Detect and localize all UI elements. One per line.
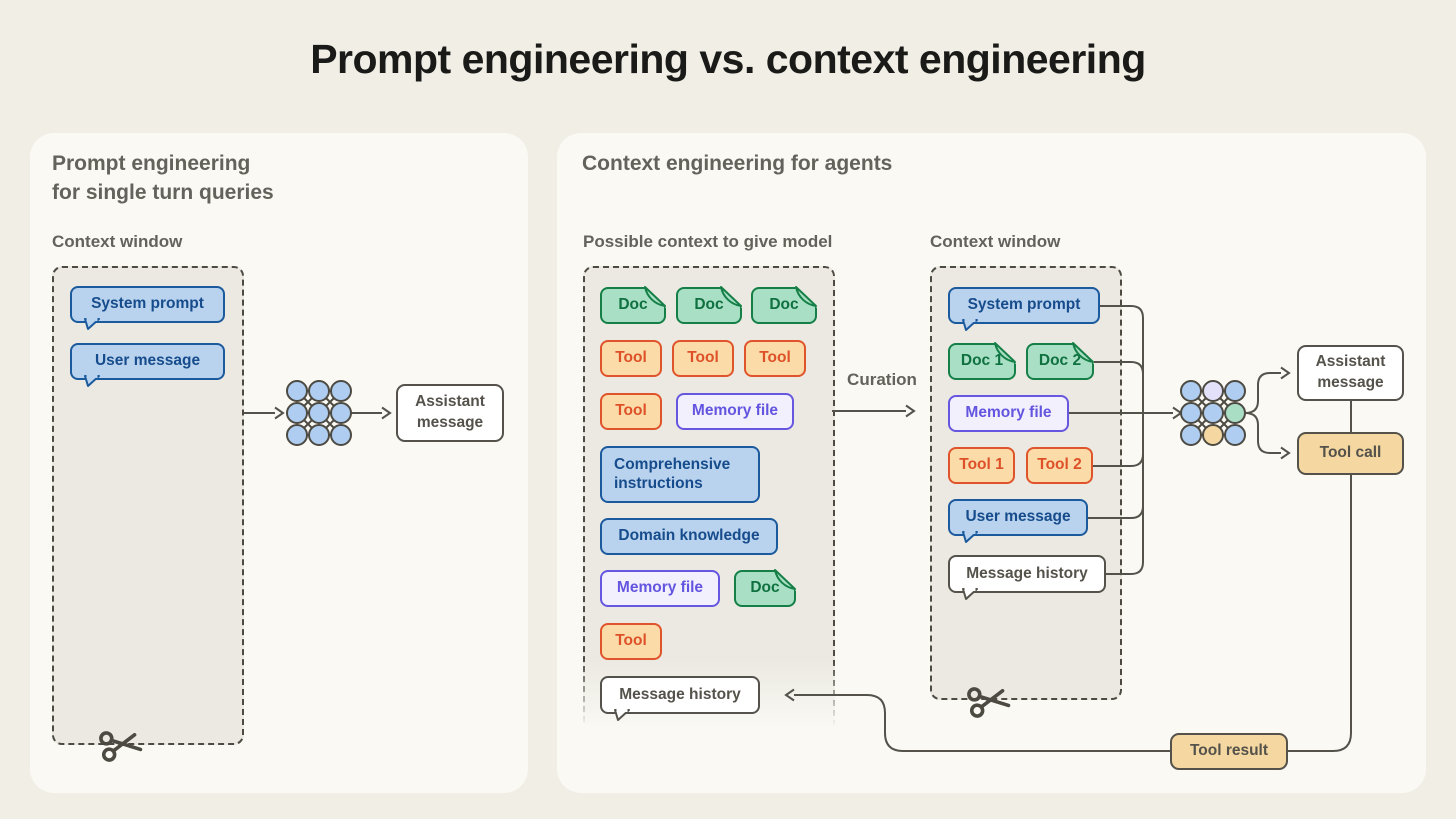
chip-message-history: Message history bbox=[600, 676, 760, 721]
chip-label: Message history bbox=[966, 564, 1088, 582]
bubble-tail bbox=[962, 530, 978, 543]
left-heading-line2: for single turn queries bbox=[52, 181, 274, 204]
chip-tool: Tool bbox=[600, 340, 662, 377]
doc-fold bbox=[774, 569, 796, 591]
chip-label: Message history bbox=[619, 685, 741, 703]
chip-label: User message bbox=[965, 508, 1071, 526]
chip-label: Tool 2 bbox=[1037, 456, 1082, 474]
doc-fold bbox=[994, 342, 1016, 364]
bubble-tail bbox=[84, 374, 100, 387]
doc-fold bbox=[1072, 342, 1094, 364]
chip-tool: Tool bbox=[672, 340, 734, 377]
chip-doc-2: Doc 2 bbox=[1026, 342, 1094, 380]
right-context-window-label: Context window bbox=[930, 232, 1061, 251]
chip-label: Doc bbox=[750, 579, 780, 597]
chip-system-prompt: System prompt bbox=[70, 286, 225, 330]
chip-label: Domain knowledge bbox=[618, 527, 760, 545]
pool-label: Possible context to give model bbox=[583, 232, 833, 251]
left-panel-heading: Prompt engineering for single turn querie… bbox=[52, 149, 274, 207]
chip-memory-file: Memory file bbox=[600, 570, 720, 607]
chip-label: Tool bbox=[759, 349, 791, 367]
bubble-tail bbox=[84, 317, 100, 330]
chip-doc: Doc bbox=[676, 286, 742, 324]
bubble-tail bbox=[614, 708, 630, 721]
chip-doc: Doc bbox=[600, 286, 666, 324]
chip-domain-knowledge: Domain knowledge bbox=[600, 518, 778, 555]
chip-label: Doc 2 bbox=[1038, 352, 1082, 370]
chip-label: Tool bbox=[687, 349, 719, 367]
chip-tool-2: Tool 2 bbox=[1026, 447, 1093, 484]
bubble-tail bbox=[962, 318, 978, 331]
left-heading-line1: Prompt engineering bbox=[52, 152, 251, 175]
chip-doc: Doc bbox=[751, 286, 817, 324]
chip-label: Doc 1 bbox=[960, 352, 1004, 370]
chip-tool: Tool bbox=[600, 393, 662, 430]
doc-fold bbox=[720, 286, 742, 308]
chip-memory-file: Memory file bbox=[948, 395, 1069, 432]
chip-label: Tool bbox=[615, 402, 647, 420]
left-context-window-label: Context window bbox=[52, 232, 183, 251]
chip-label: Memory file bbox=[616, 579, 704, 597]
chip-user-message: User message bbox=[948, 499, 1088, 543]
left-context-window-box bbox=[52, 266, 244, 745]
chip-memory-file: Memory file bbox=[676, 393, 794, 430]
chip-tool-1: Tool 1 bbox=[948, 447, 1015, 484]
assistant-message-label: Assistant message bbox=[1315, 353, 1386, 391]
chip-comprehensive-instructions: Comprehensive instructions bbox=[600, 446, 760, 503]
chip-doc: Doc bbox=[734, 569, 796, 607]
chip-label: System prompt bbox=[91, 295, 204, 313]
chip-label: Tool bbox=[615, 632, 647, 650]
doc-fold bbox=[644, 286, 666, 308]
context-engineering-panel: Context engineering for agents Possible … bbox=[557, 133, 1426, 793]
tool-result-label: Tool result bbox=[1189, 742, 1269, 760]
assistant-message-label: Assistant message bbox=[415, 393, 485, 431]
chip-doc-1: Doc 1 bbox=[948, 342, 1016, 380]
chip-label: Memory file bbox=[691, 402, 779, 420]
chip-label: Tool bbox=[615, 349, 647, 367]
chip-label: Memory file bbox=[965, 404, 1052, 422]
prompt-engineering-panel: Prompt engineering for single turn querie… bbox=[30, 133, 528, 793]
right-panel-heading: Context engineering for agents bbox=[582, 152, 893, 175]
chip-label: User message bbox=[94, 352, 201, 370]
scissors-icon bbox=[967, 687, 1011, 718]
bubble-tail bbox=[962, 587, 978, 600]
assistant-message-box: Assistant message bbox=[396, 384, 504, 442]
tool-call-label: Tool call bbox=[1319, 444, 1382, 462]
chip-label: Tool 1 bbox=[959, 456, 1004, 474]
neural-network-icon bbox=[286, 380, 352, 446]
chip-label: Doc bbox=[694, 296, 724, 314]
chip-label: Comprehensive instructions bbox=[614, 455, 731, 492]
page-title: Prompt engineering vs. context engineeri… bbox=[310, 36, 1146, 82]
doc-fold bbox=[795, 286, 817, 308]
scissors-icon bbox=[99, 731, 143, 762]
chip-label: System prompt bbox=[967, 296, 1081, 314]
chip-message-history: Message history bbox=[948, 555, 1106, 600]
chip-label: Doc bbox=[618, 296, 648, 314]
neural-network-icon bbox=[1180, 380, 1246, 446]
chip-system-prompt: System prompt bbox=[948, 287, 1100, 331]
chip-label: Doc bbox=[769, 296, 799, 314]
chip-tool: Tool bbox=[744, 340, 806, 377]
tool-call-box: Tool call bbox=[1297, 432, 1404, 475]
curation-label: Curation bbox=[847, 370, 917, 389]
chip-tool: Tool bbox=[600, 623, 662, 660]
assistant-message-box: Assistant message bbox=[1297, 345, 1404, 401]
chip-user-message: User message bbox=[70, 343, 225, 387]
tool-result-box: Tool result bbox=[1170, 733, 1288, 770]
